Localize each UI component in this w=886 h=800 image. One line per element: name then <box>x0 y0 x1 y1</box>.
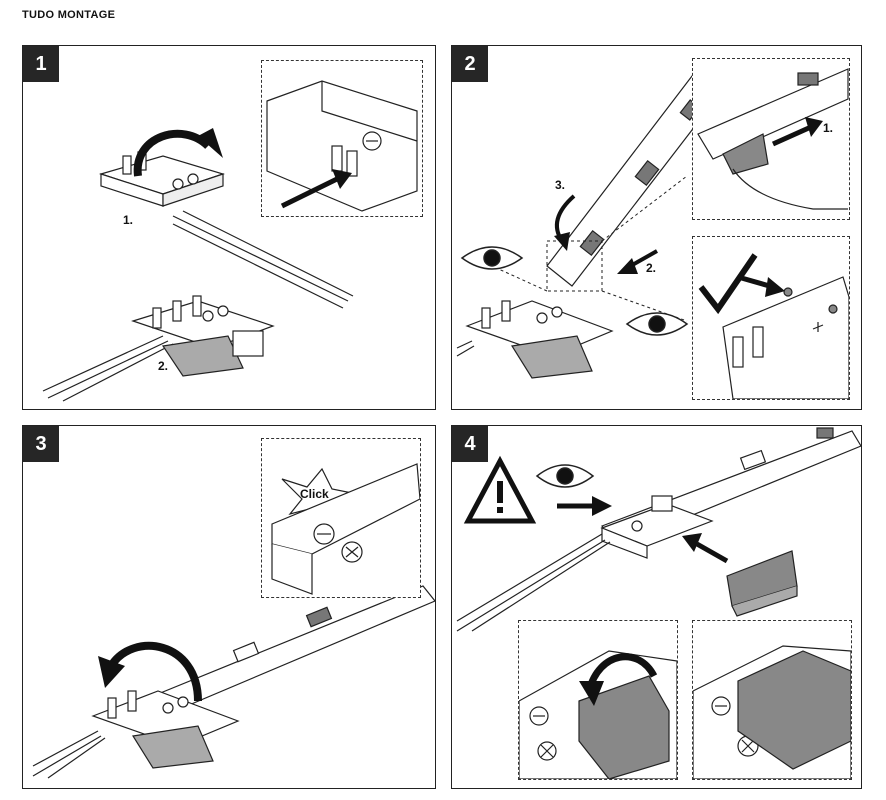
step-1-label-2: 2. <box>158 359 169 373</box>
push-arrow-icon <box>737 274 785 297</box>
step-4-illustration <box>456 427 861 632</box>
step-panel-2: 2 <box>451 45 862 410</box>
step-panel-4: 4 <box>451 425 862 789</box>
step-badge-2: 2 <box>452 46 488 82</box>
peel-arrow-icon <box>771 117 823 147</box>
step-2-label-2: 2. <box>646 261 657 275</box>
eye-icon <box>460 246 524 270</box>
eye-icon <box>625 312 689 336</box>
rotate-arrow-icon <box>133 128 223 177</box>
step-1-label-1: 1. <box>123 213 134 227</box>
push-arrow-icon <box>682 533 729 564</box>
push-arrow-icon <box>617 249 658 274</box>
step-panel-3: 3 <box>22 425 436 789</box>
step-2-check-inset <box>692 236 850 400</box>
step-1-detail-inset <box>261 60 423 217</box>
eye-icon <box>535 464 595 488</box>
step-badge-4: 4 <box>452 426 488 462</box>
step-panel-1: 1 1. 2. <box>22 45 436 410</box>
push-arrow-icon <box>557 496 612 516</box>
step-3-click-inset: Click <box>261 438 421 598</box>
step-badge-1: 1 <box>23 46 59 82</box>
step-3-illustration <box>32 585 435 779</box>
warning-icon <box>463 455 537 524</box>
rotate-arrow-icon <box>579 653 658 706</box>
rotate-arrow-icon <box>554 194 576 251</box>
step-1-illustration <box>42 128 354 402</box>
step-2-illustration <box>456 75 723 379</box>
page-title: TUDO MONTAGE <box>22 9 116 21</box>
rotate-arrow-icon <box>98 641 202 702</box>
step-badge-3: 3 <box>23 426 59 462</box>
step-2-label-1: 1. <box>823 121 834 135</box>
step-2-label-3: 3. <box>555 178 566 192</box>
push-arrow-icon <box>280 169 352 209</box>
click-callout: Click <box>300 487 329 501</box>
step-2-peel-inset: 1. <box>692 58 850 220</box>
step-4-closed-inset <box>692 620 852 780</box>
check-icon <box>698 253 758 315</box>
step-4-clip-inset <box>518 620 678 780</box>
